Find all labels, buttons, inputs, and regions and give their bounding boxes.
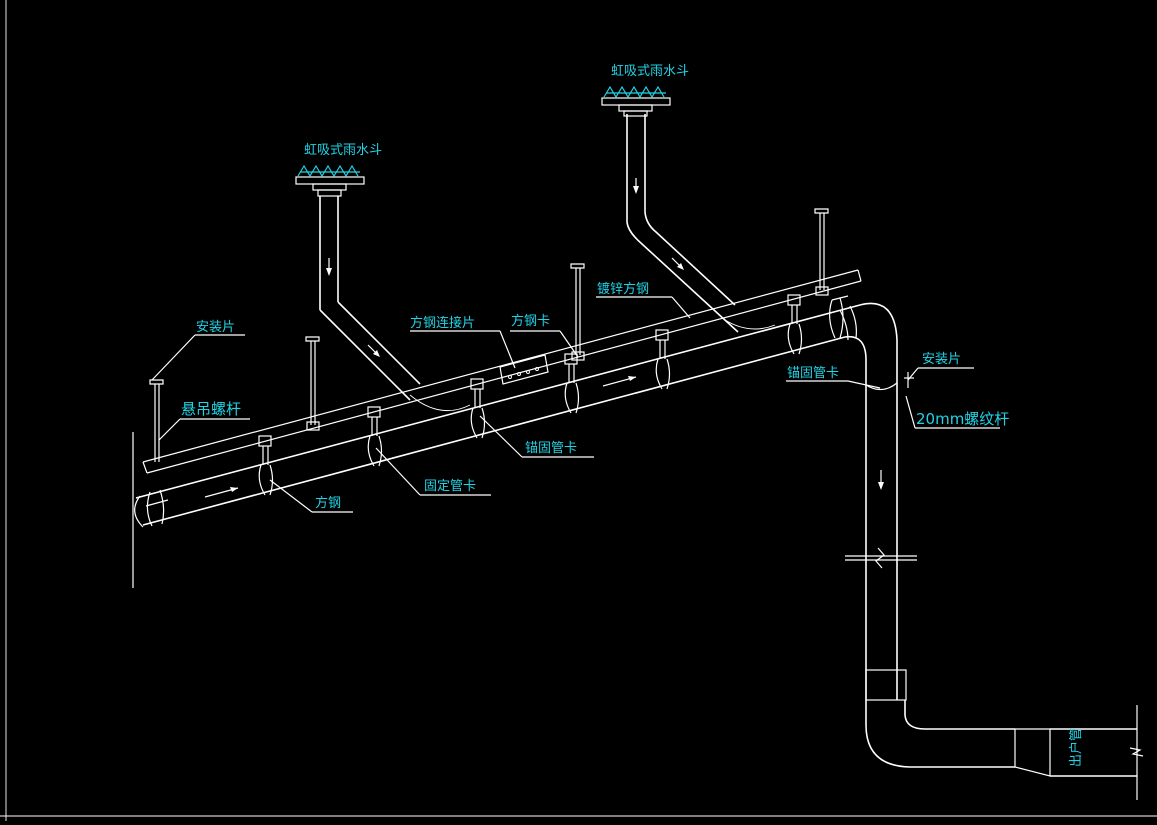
label-square-steel: 方钢	[315, 495, 341, 511]
label-anchor-pipe-clamp-lower: 锚固管卡	[525, 441, 577, 456]
vertical-downpipe	[845, 340, 917, 701]
label-square-steel-clip: 方钢卡	[511, 313, 550, 329]
label-galvanized-square-steel: 镀锌方钢	[597, 281, 649, 297]
outlet-pipe	[865, 700, 1144, 800]
clamp-1	[258, 435, 274, 496]
flow-arrows-main	[204, 376, 637, 498]
label-rain-hopper-left: 虹吸式雨水斗	[304, 143, 382, 158]
rain-hopper-left	[295, 164, 365, 197]
label-square-steel-connector: 方钢连接片	[410, 315, 475, 331]
square-steel-beam	[142, 269, 862, 474]
clamp-4	[564, 353, 580, 414]
label-threaded-rod-20mm: 20mm螺纹杆	[916, 410, 1009, 428]
leader-lines	[151, 296, 1000, 513]
clamp-3	[470, 378, 486, 439]
right-branch-pipe	[626, 114, 739, 333]
label-mounting-plate-right: 安装片	[922, 352, 961, 367]
label-rain-hopper-right: 虹吸式雨水斗	[611, 64, 689, 79]
clamp-2	[367, 406, 383, 467]
label-hanging-screw-rod: 悬吊螺杆	[181, 400, 241, 418]
connector-plate	[499, 354, 549, 385]
clamp-8	[839, 305, 857, 341]
hanging-rods	[149, 208, 829, 462]
clamp-left-end	[145, 489, 169, 527]
hanging-rod-2	[305, 336, 320, 431]
label-fixed-pipe-clamp: 固定管卡	[424, 479, 476, 494]
hanging-rod-3	[570, 263, 585, 361]
clamp-7	[829, 295, 849, 339]
label-outlet-pipe: 出户管	[1068, 728, 1084, 767]
label-anchor-pipe-clamp-upper: 锚固管卡	[787, 366, 839, 381]
main-horizontal-pipe	[134, 302, 898, 528]
pipe-clamps	[145, 294, 857, 527]
label-mounting-plate-left: 安装片	[196, 320, 235, 335]
hanging-rod-1	[149, 379, 164, 462]
rain-hopper-right	[601, 85, 671, 117]
clamp-5	[655, 329, 671, 390]
left-branch-pipe	[319, 196, 421, 401]
hanging-rod-4	[814, 208, 829, 296]
clamp-6	[787, 294, 803, 355]
